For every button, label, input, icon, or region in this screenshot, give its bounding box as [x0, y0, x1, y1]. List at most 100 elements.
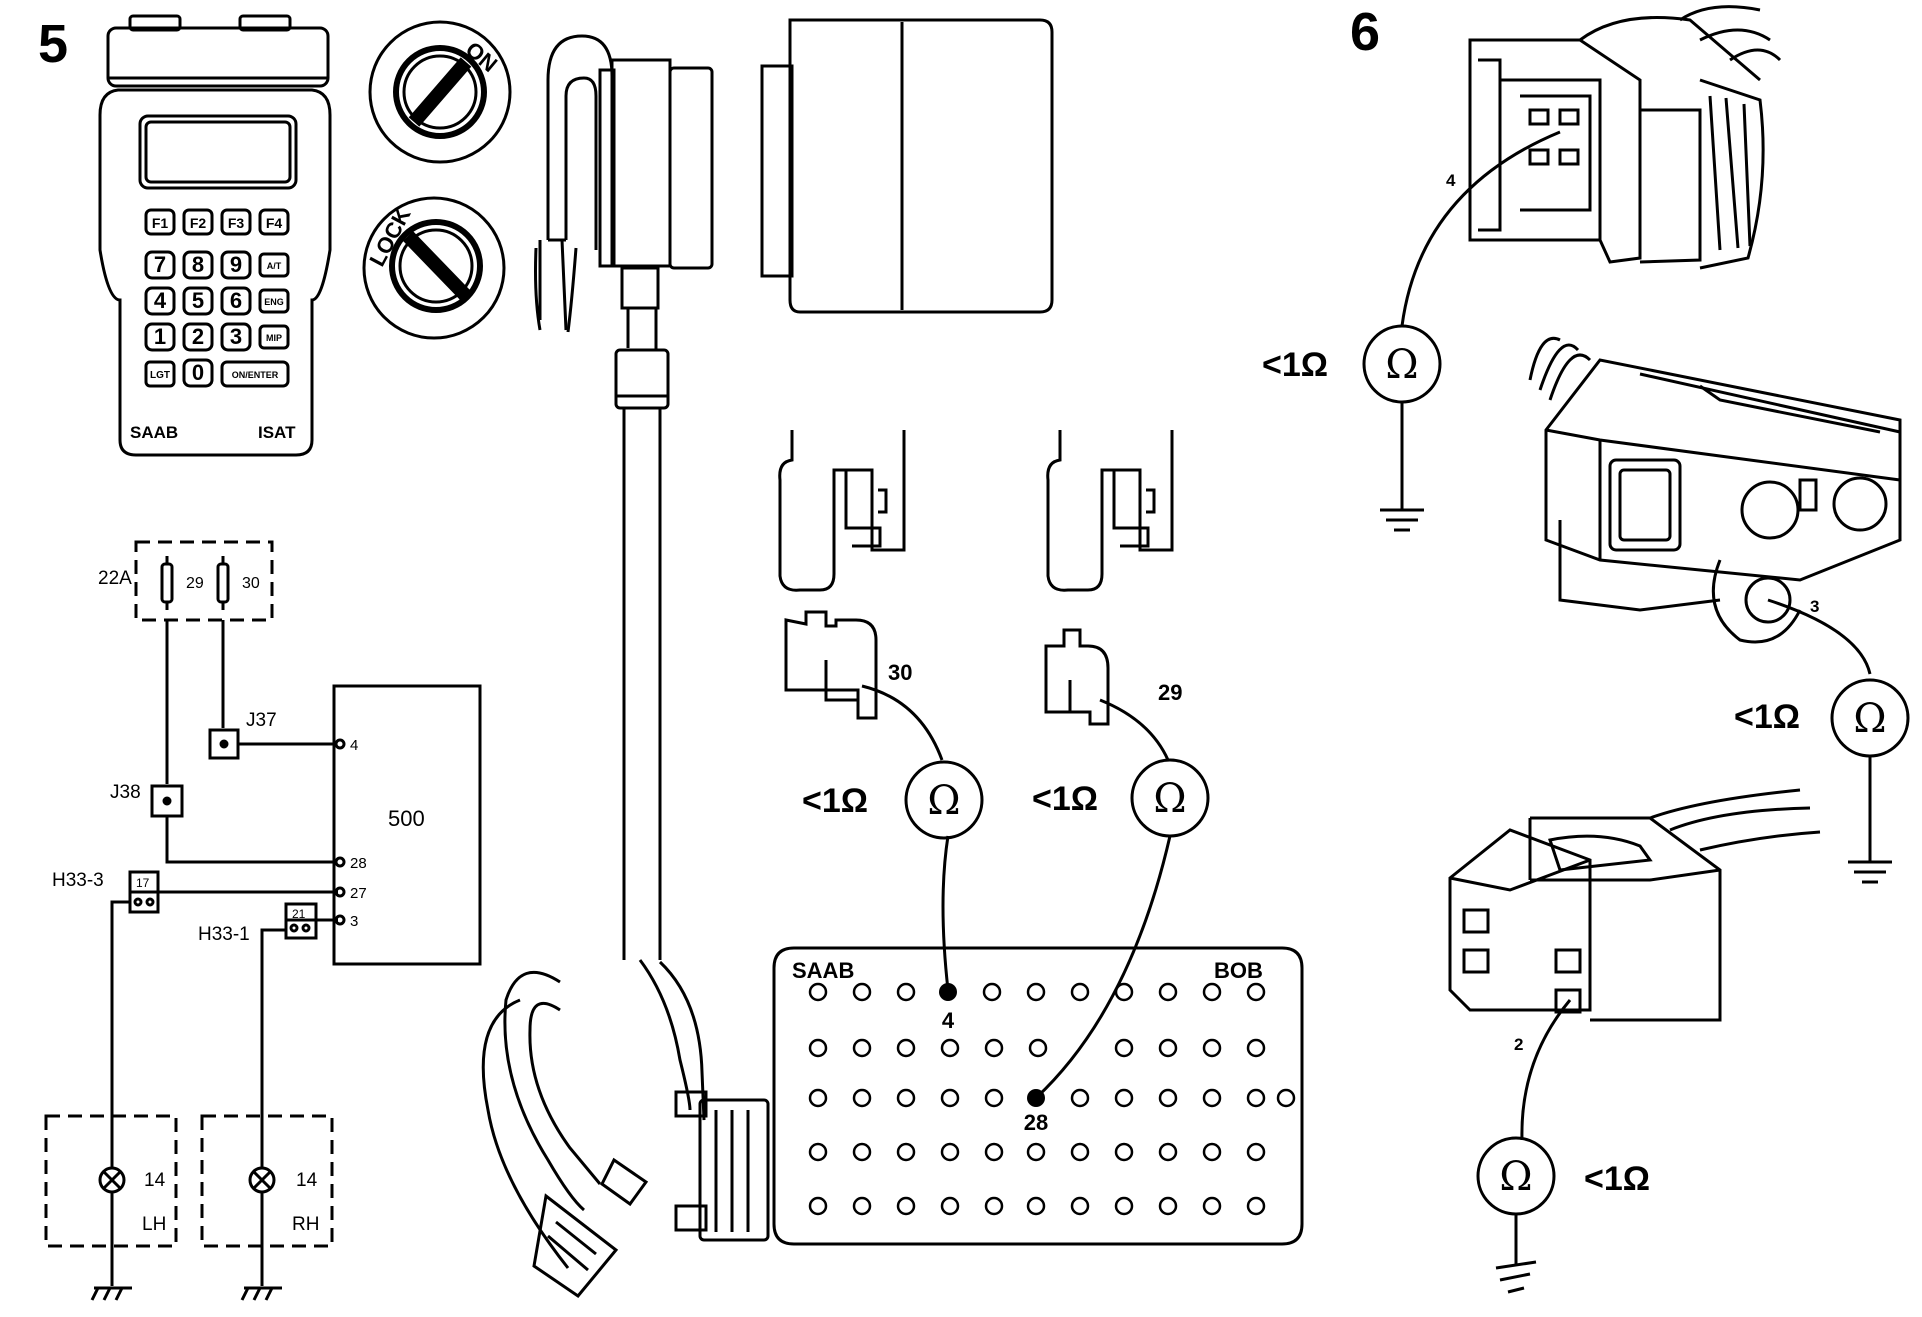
bob-pin-hole [852, 1196, 872, 1216]
measurement-6a: <1Ω [1262, 346, 1328, 384]
pin-28-label: 28 [350, 855, 367, 872]
key-0: 0 [192, 360, 204, 385]
key-on-enter: ON/ENTER [232, 370, 279, 380]
bob-pin-hole [1070, 1196, 1090, 1216]
bob-pin-hole [984, 1088, 1004, 1108]
bob-pin-hole [1070, 1088, 1090, 1108]
measurement-6c: <1Ω [1584, 1160, 1650, 1198]
junction-j37-label: J37 [246, 710, 277, 731]
bob-pin-hole [984, 1196, 1004, 1216]
key-6: 6 [230, 288, 242, 313]
keypad: 7 8 9 A/T 4 5 6 ENG 1 2 3 MIP LGT 0 ON/E… [144, 250, 290, 388]
ignition-switch-lock: LOCK [362, 196, 506, 340]
test-harness-cable [481, 959, 770, 1299]
bob-pin-hole [1028, 1038, 1048, 1058]
key-f3: F3 [228, 215, 245, 231]
bob-pin-hole [1202, 1196, 1222, 1216]
fuse-box-label: 22A [98, 568, 132, 589]
terminal-30-label: 30 [888, 660, 912, 685]
bob-pin-hole [1202, 982, 1222, 1002]
ground-icon [1380, 508, 1424, 532]
ohmmeter-6c: Ω <1Ω [1476, 1136, 1650, 1294]
ohmmeter-6b: Ω <1Ω [1734, 678, 1910, 884]
figure-6-number: 6 [1350, 2, 1380, 62]
bob-pin-hole [808, 1038, 828, 1058]
bob-pin-hole [1202, 1088, 1222, 1108]
ohm-icon: Ω [1385, 342, 1418, 388]
isat-tester: F1 F2 F3 F4 7 8 9 A/T 4 [98, 14, 332, 457]
bob-pin-hole [1202, 1142, 1222, 1162]
ohm-icon: Ω [927, 778, 960, 824]
pin-3-label: 3 [350, 913, 358, 930]
junction-j38-label: J38 [110, 782, 141, 803]
bob-pin-hole [896, 1038, 916, 1058]
probe-wire-30-to-pin-4 [941, 835, 950, 991]
connector-6a [1468, 5, 1782, 270]
bob-pin-hole [1158, 1142, 1178, 1162]
key-8: 8 [192, 252, 204, 277]
bob-pin-hole [1246, 1142, 1266, 1162]
wiring-schematic: 22A 29 30 J37 J38 500 4 28 27 3 [44, 540, 482, 1301]
bob-pin-hole [1246, 1038, 1266, 1058]
fuse-box [134, 540, 274, 622]
bob-pin-hole [984, 1142, 1004, 1162]
bob-pin-hole [852, 1038, 872, 1058]
bob-pin-hole [896, 1142, 916, 1162]
fuse-holder-29: 29 [1044, 430, 1182, 726]
bob-pin-hole [1276, 1088, 1296, 1108]
bob-pin-hole [1070, 982, 1090, 1002]
bob-pin-hole [1026, 1196, 1046, 1216]
bob-pin-hole [940, 1038, 960, 1058]
ohm-icon: Ω [1853, 696, 1886, 742]
bob-pin-hole [896, 1196, 916, 1216]
fuse-30-label: 30 [242, 575, 260, 592]
connector-h33-1-pin: 21 [292, 907, 306, 921]
bob-pin-hole [808, 1088, 828, 1108]
key-lgt: LGT [150, 370, 170, 381]
connector-6c [1448, 788, 1821, 1022]
control-unit-box [332, 684, 482, 966]
ohm-icon: Ω [1153, 776, 1186, 822]
measurement-1: <1Ω [802, 782, 868, 820]
ground-icon [90, 1286, 132, 1301]
lamp-left-side: LH [142, 1214, 166, 1235]
connector-h33-1-label: H33-1 [198, 924, 250, 945]
key-5: 5 [192, 288, 204, 313]
bob-pin-hole [1246, 1088, 1266, 1108]
key-7: 7 [154, 252, 166, 277]
tester-brand: SAAB [130, 423, 178, 442]
connector-6b [1528, 337, 1902, 644]
terminal-29-label: 29 [1158, 680, 1182, 705]
bob-pin-hole [1114, 1038, 1134, 1058]
key-at: A/T [267, 261, 282, 271]
function-keys: F1 F2 F3 F4 [144, 208, 290, 236]
bob-pin-hole [1114, 1142, 1134, 1162]
figure-5-number: 5 [38, 14, 68, 74]
measurement-6b: <1Ω [1734, 698, 1800, 736]
ground-icon [1848, 860, 1892, 884]
ohmmeter-1: Ω <1Ω [802, 760, 984, 840]
ignition-switch-on: ON [368, 20, 512, 164]
connector-h33-3-label: H33-3 [52, 870, 104, 891]
ohm-icon: Ω [1499, 1154, 1532, 1200]
bob-pin-hole [982, 982, 1002, 1002]
breakout-box: SAAB BOB 4 28 [772, 946, 1304, 1246]
bob-pin-hole [808, 1142, 828, 1162]
bob-pin-hole [1246, 1196, 1266, 1216]
bob-pin-hole [1158, 982, 1178, 1002]
bob-pin-hole [896, 982, 916, 1002]
bob-pin-hole [852, 1088, 872, 1108]
bob-pin-hole [808, 1196, 828, 1216]
probe-wire-29 [1099, 698, 1170, 761]
bob-pin-hole [1246, 982, 1266, 1002]
fuse-holder-30: 30 [778, 430, 912, 720]
probe-wire-30 [861, 684, 944, 761]
bob-brand-label: SAAB [792, 958, 854, 983]
lamp-right-side: RH [292, 1214, 319, 1235]
probe-wire-29-to-pin-28 [1034, 835, 1172, 1100]
pin-27-label: 27 [350, 885, 367, 902]
bob-pin-hole [1158, 1196, 1178, 1216]
fuse-29-label: 29 [186, 575, 204, 592]
bob-pin-hole [852, 982, 872, 1002]
